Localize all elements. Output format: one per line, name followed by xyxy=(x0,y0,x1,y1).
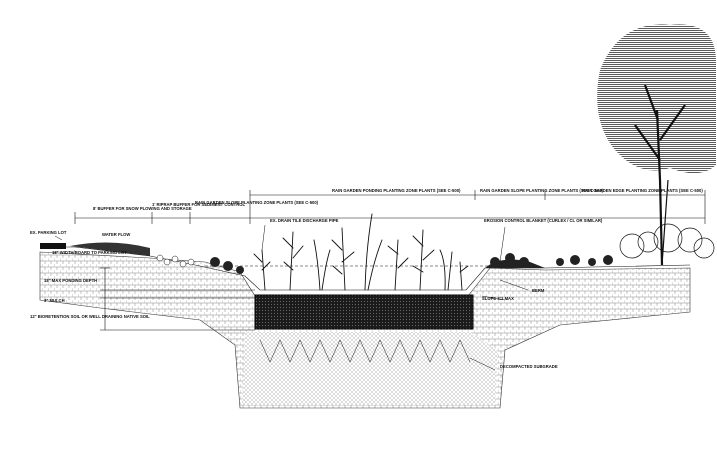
tree xyxy=(597,24,716,266)
buffer-snow-label: 8' BUFFER FOR SNOW PLOWING AND STORAGE xyxy=(93,206,192,211)
water-flow-label: WATER FLOW xyxy=(102,232,130,237)
bioretention-media xyxy=(254,294,474,330)
slope-ratio-label: SLOPE 3:1 MAX xyxy=(482,296,514,301)
curb-to-lot-label: 18" WIDTH/BOARD TO PARKING LOT xyxy=(52,250,127,255)
riprap-buffer-label: 1' RIPRAP BUFFER FOR SEDIMENT CONTROL xyxy=(152,202,245,207)
riprap-mound xyxy=(70,242,150,256)
ponding-zone-label: RAIN GARDEN PONDING PLANTING ZONE PLANTS… xyxy=(332,188,461,193)
berm-label: BERM xyxy=(532,288,545,293)
bioretention-soil-label: 12" BIORETENTION SOIL OR WELL DRAINING N… xyxy=(30,314,150,319)
ponding-plants xyxy=(253,213,469,291)
erosion-blanket-label: EROSION CONTROL BLANKET (CURLEX / CL OR … xyxy=(484,218,603,223)
top-dimension-line xyxy=(74,190,706,224)
decompacted-subgrade xyxy=(242,332,498,405)
ex-drain-tile-label: EX. DRAIN TILE DISCHARGE PIPE xyxy=(270,218,339,223)
riprap-stones xyxy=(156,254,195,268)
mulch-label: 3" MULCH xyxy=(44,298,65,303)
decompacted-subgrade-label: DECOMPACTED SUBGRADE xyxy=(500,364,558,369)
left-dimension-line xyxy=(100,267,255,331)
slope-zone-left-label: RAIN GARDEN SLOPE PLANTING ZONE PLANTS (… xyxy=(195,200,319,205)
slope-zone-right-label: RAIN GARDEN SLOPE PLANTING ZONE PLANTS (… xyxy=(480,188,604,193)
edge-shrubs xyxy=(619,223,715,259)
edge-zone-label: RAIN GARDEN EDGE PLANTING ZONE PLANTS (S… xyxy=(582,188,703,193)
decompaction-zigzag xyxy=(259,339,471,363)
leaders xyxy=(54,224,529,371)
parking-lot-slab xyxy=(40,243,66,249)
slope-plants xyxy=(210,253,613,274)
ex-parking-lot-label: EX. PARKING LOT xyxy=(30,230,67,235)
max-ponding-label: 18" MAX PONDING DEPTH xyxy=(44,278,97,283)
